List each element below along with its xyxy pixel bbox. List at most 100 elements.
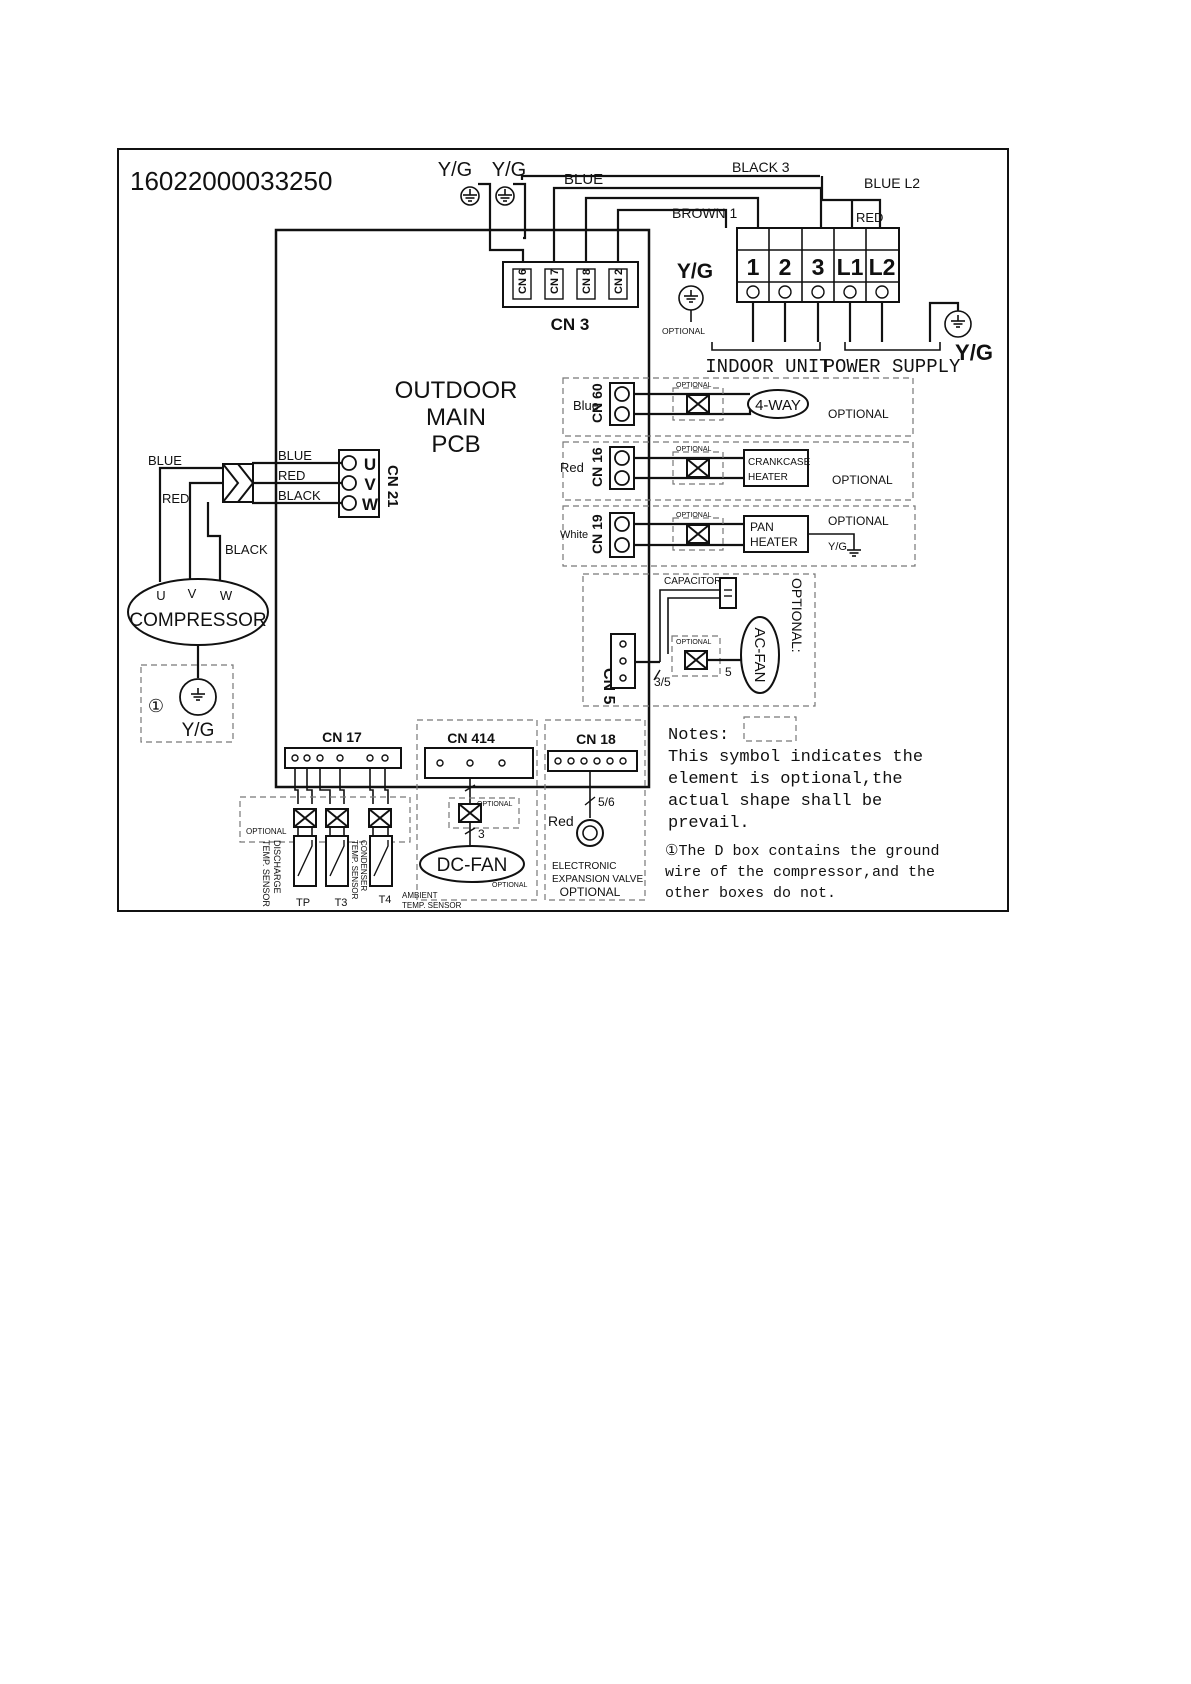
cn60-wire-label: Blue	[573, 398, 599, 413]
cn21-wire-black: BLACK	[278, 488, 321, 503]
dc-fan	[419, 845, 525, 883]
t4-label: T4	[379, 894, 392, 906]
ground-icon	[460, 186, 480, 206]
yg-label-1: Y/G	[438, 159, 472, 181]
terminal-1: 1	[747, 254, 760, 280]
compressor-ground-optional-area	[140, 664, 234, 743]
dc-fan-optional: OPTIONAL	[492, 882, 528, 889]
cn19-optional-area	[562, 505, 916, 567]
wire-blue-l2-label: BLUE L2	[864, 175, 920, 191]
yg-power-label: Y/G	[955, 340, 993, 365]
terminal-2: 2	[779, 254, 792, 280]
cn18-optional-area	[544, 719, 646, 901]
cn16-label: CN 16	[589, 447, 605, 487]
cn18-wire-label: Red	[548, 813, 574, 829]
cn60-small-optional: OPTIONAL	[676, 382, 712, 389]
cn3-label: CN 3	[551, 315, 590, 334]
cn5-wire-count-fan: 5	[725, 665, 732, 679]
condenser-label-2: TEMP. SENSOR	[350, 840, 359, 900]
cn17-label: CN 17	[322, 729, 362, 745]
ground-icon	[179, 678, 217, 716]
cn414-label: CN 414	[447, 730, 495, 746]
yg-label-2: Y/G	[492, 159, 526, 181]
compressor-label: COMPRESSOR	[129, 610, 266, 631]
notes-line-1: This symbol indicates the	[668, 748, 923, 767]
capacitor	[719, 577, 737, 609]
cn60-optional-label: OPTIONAL	[828, 407, 889, 421]
cn414-connector	[424, 747, 534, 779]
terminal-l2: L2	[869, 254, 896, 280]
cn21-pin-u: U	[364, 455, 376, 474]
cn19-label: CN 19	[589, 514, 605, 554]
cn6-pin-label: CN 6	[517, 269, 529, 294]
wire-brown1-label: BROWN 1	[672, 205, 738, 221]
notes-title: Notes:	[668, 726, 729, 745]
cn5-small-optional: OPTIONAL	[676, 639, 712, 646]
notes-line-7: other boxes do not.	[665, 885, 836, 902]
cn5-optional-label: OPTIONAL:	[789, 578, 805, 653]
four-way-valve	[747, 389, 809, 419]
notes-line-3: actual shape shall be	[668, 792, 882, 811]
cn21-wire-red: RED	[278, 468, 305, 483]
valve-optional-label: OPTIONAL	[560, 885, 621, 899]
cn16-optional-label: OPTIONAL	[832, 473, 893, 487]
notes-line-4: prevail.	[668, 814, 750, 833]
discharge-label-2: TEMP. SENSOR	[261, 840, 271, 907]
notes-line-5: ①The D box contains the ground	[665, 843, 940, 860]
compressor-wire-black: BLACK	[225, 542, 268, 557]
notes-line-2: element is optional,the	[668, 770, 903, 789]
ground-icon	[495, 186, 515, 206]
cn18-label: CN 18	[576, 731, 616, 747]
cn21-label: CN 21	[384, 465, 401, 508]
cn7-pin-label: CN 7	[549, 269, 561, 294]
ambient-label-2: TEMP. SENSOR	[402, 901, 462, 910]
wire-black3-label: BLACK 3	[732, 159, 790, 175]
compressor-yg-label: Y/G	[182, 720, 215, 741]
cn19-yg-label: Y/G	[828, 541, 847, 553]
discharge-label-1: DISCHARGE	[272, 840, 282, 894]
ac-fan-label: AC-FAN	[751, 627, 768, 682]
tp-label: TP	[296, 897, 310, 909]
t3-label: T3	[335, 897, 348, 909]
notes-line-6: wire of the compressor,and the	[665, 864, 935, 881]
ac-fan	[740, 616, 780, 694]
pcb-label-line2: MAIN	[426, 404, 486, 431]
cn18-connector	[547, 750, 638, 772]
pan-heater-label-2: HEATER	[750, 535, 798, 549]
cn19-wire-label: White	[560, 529, 588, 541]
cn60-optional-area	[562, 377, 914, 437]
cn16-optional-area	[562, 441, 914, 501]
outdoor-main-pcb	[274, 228, 651, 789]
pcb-label-line3: PCB	[431, 431, 480, 458]
compressor-v: V	[188, 586, 197, 601]
compressor-wire-blue: BLUE	[148, 453, 182, 468]
terminal-screws	[746, 285, 889, 299]
terminal-l1: L1	[837, 254, 864, 280]
cn21-pin-w: W	[362, 495, 379, 514]
cn5-optional-area	[582, 573, 816, 707]
cn16-wire-label: Red	[560, 460, 584, 475]
diagram-code: 16022000033250	[130, 166, 332, 196]
pan-heater-label-1: PAN	[750, 520, 774, 534]
compressor-u: U	[156, 588, 165, 603]
indoor-unit-label: INDOOR UNIT	[705, 356, 830, 378]
cn17-optional-label: OPTIONAL	[246, 827, 287, 836]
cn5-connector	[610, 633, 636, 689]
cn2-pin-label: CN 2	[613, 269, 625, 294]
valve-label-1: ELECTRONIC	[552, 861, 616, 872]
ambient-label-1: AMBIENT	[402, 891, 438, 900]
power-supply-label: POWER SUPPLY	[824, 356, 961, 378]
cn414-wire-count: 3	[478, 827, 485, 841]
cn16-small-optional: OPTIONAL	[676, 446, 712, 453]
compressor-w: W	[220, 588, 233, 603]
terminal-3: 3	[812, 254, 825, 280]
dc-fan-label: DC-FAN	[437, 855, 508, 876]
cn414-optional-area	[416, 719, 538, 901]
condenser-label-1: CONDENSER	[359, 840, 368, 891]
notes-optional-symbol	[743, 716, 797, 742]
valve-label-2: EXPANSION VALVE	[552, 874, 643, 885]
wire-red-label: RED	[856, 210, 883, 225]
ground-icon	[678, 285, 704, 311]
diagram-frame	[117, 148, 1009, 912]
